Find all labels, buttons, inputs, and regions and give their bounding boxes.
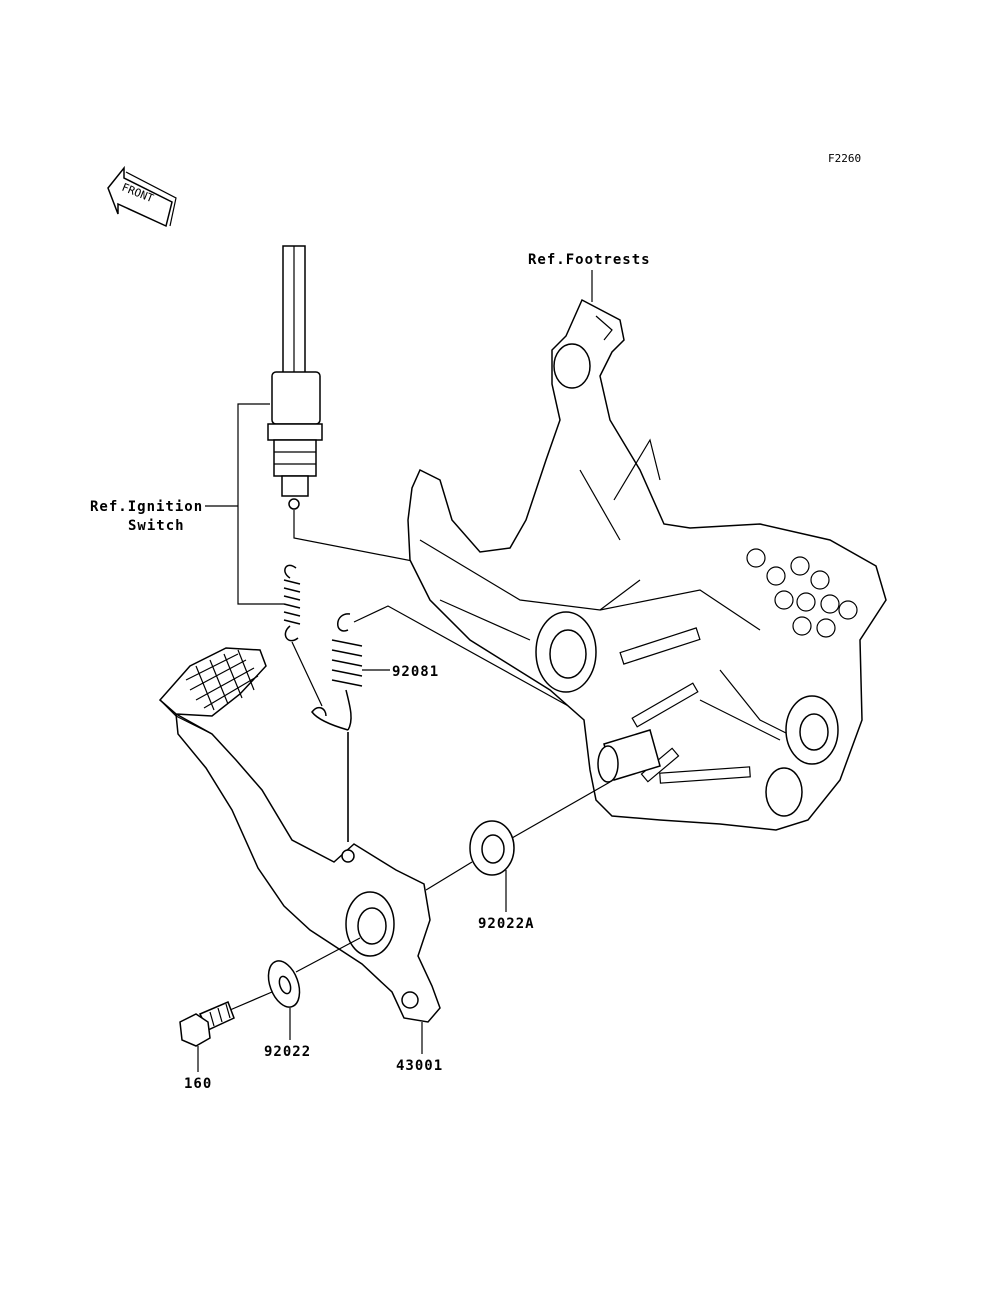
- return-spring: [311, 613, 363, 731]
- ignition-bracket-line: [237, 403, 284, 605]
- switch-spring: [283, 564, 301, 642]
- bolt-160: [179, 1001, 235, 1047]
- pedal-label: 43001: [396, 1058, 443, 1074]
- diagram-code: F2260: [828, 152, 861, 165]
- pedal-tread: [185, 649, 259, 711]
- washer-label: 92022: [264, 1044, 311, 1060]
- ref-footrests-label: Ref.Footrests: [528, 252, 651, 268]
- washer-a-label: 92022A: [478, 916, 535, 932]
- brake-pedal: [158, 647, 441, 1023]
- front-arrow-icon: FRONT: [107, 165, 177, 228]
- spring-part-label: 92081: [392, 664, 439, 680]
- ref-ignition-label-2: Switch: [128, 518, 185, 534]
- ref-ignition-label-1: Ref.Ignition: [90, 499, 203, 515]
- washer-92022: [267, 960, 301, 1008]
- footrest-bracket: [407, 298, 887, 831]
- brake-light-switch: [267, 245, 323, 510]
- washer-92022a: [469, 820, 515, 876]
- bolt-label: 160: [184, 1076, 212, 1092]
